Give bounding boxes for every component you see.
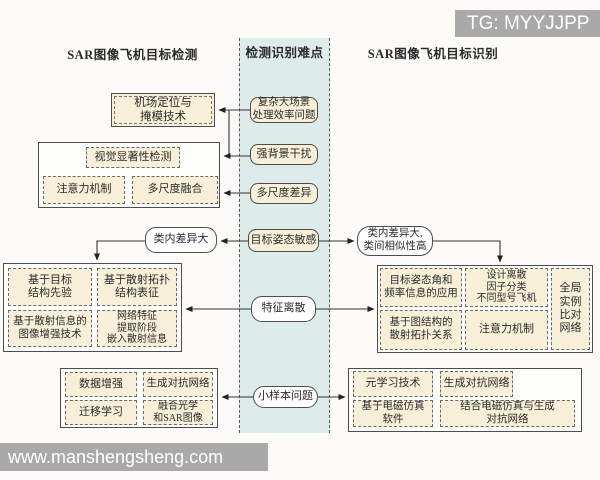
attention-mechanism-box: 注意力机制 <box>43 176 125 204</box>
em-simulation-gan-combined-box: 结合电磁仿真与生成 对抗网络 <box>440 400 575 427</box>
airport-localization-label: 机场定位与 掩模技术 <box>114 96 212 124</box>
complex-scene-efficiency-box: 复杂大场景 处理效率问题 <box>250 97 318 123</box>
small-sample-problem-box: 小样本问题 <box>253 386 318 408</box>
pose-sensitivity-box: 目标姿态敏感 <box>248 229 319 252</box>
telegram-watermark-badge: TG: MYYJJPP <box>455 10 600 37</box>
network-feature-embedding-box: 网络特征 提取阶段 嵌入散射信息 <box>97 310 177 347</box>
strong-background-interference-box: 强背景干扰 <box>250 144 318 165</box>
airport-localization-box: 机场定位与 掩模技术 <box>111 93 215 127</box>
scattering-image-enhancement-box: 基于散射信息的 图像增强技术 <box>8 310 92 347</box>
website-watermark-bar: www.manshengsheng.com <box>0 443 268 471</box>
telegram-watermark-text: TG: MYYJJPP <box>467 12 590 34</box>
global-instance-comparison-network-box: 全局 实例 比对 网络 <box>551 268 590 350</box>
intra-inter-class-pill: 类内差异大, 类间相似性高 <box>357 226 433 256</box>
header-recognition: SAR图像飞机目标识别 <box>367 47 499 61</box>
visual-saliency-box: 视觉显著性检测 <box>86 147 180 168</box>
scattering-topology-representation-box: 基于散射拓扑 结构表征 <box>97 268 177 306</box>
pose-frequency-application-box: 目标姿态角和 频率信息的应用 <box>380 268 462 307</box>
website-watermark-text: www.manshengsheng.com <box>8 446 224 467</box>
graph-structure-scattering-topology-box: 基于图结构的 散射拓扑关系 <box>380 310 462 350</box>
gan-box-recognition: 生成对抗网络 <box>440 371 513 397</box>
dispersion-factor-classification-box: 设计离散 因子分类 不同型号飞机 <box>465 268 548 307</box>
em-simulation-software-box: 基于电磁仿真 软件 <box>353 400 433 427</box>
optical-sar-fusion-box: 融合光学 和SAR图像 <box>143 400 213 425</box>
meta-learning-box: 元学习技术 <box>353 371 433 397</box>
multiscale-fusion-box: 多尺度融合 <box>132 176 218 204</box>
target-structure-prior-box: 基于目标 结构先验 <box>8 268 92 306</box>
feature-dispersion-box: 特征离散 <box>251 296 316 322</box>
multiscale-difference-box: 多尺度差异 <box>250 183 318 204</box>
header-difficulty: 检测识别难点 <box>245 46 324 60</box>
intra-class-variance-pill: 类内差异大 <box>145 227 217 253</box>
header-detection: SAR图像飞机目标检测 <box>67 48 198 62</box>
transfer-learning-box: 迁移学习 <box>65 400 137 425</box>
attention-mechanism-box-recognition: 注意力机制 <box>465 310 548 350</box>
data-augmentation-box: 数据增强 <box>65 372 137 397</box>
gan-box-detection: 生成对抗网络 <box>143 372 213 397</box>
